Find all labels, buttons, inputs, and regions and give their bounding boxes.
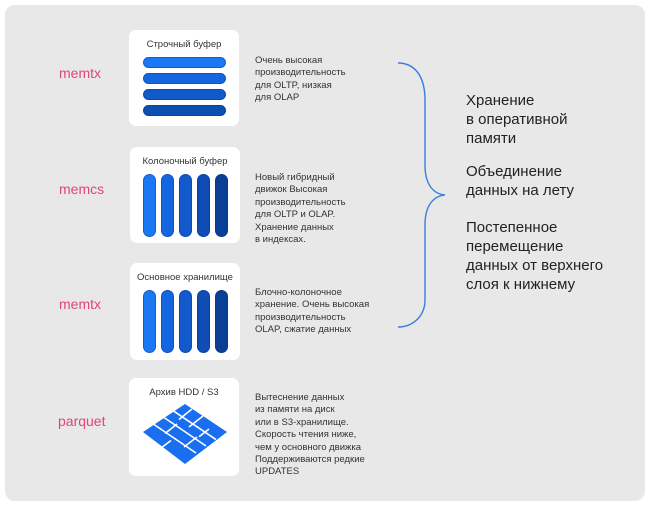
description-line: производительность xyxy=(255,196,346,208)
description-line: Вытеснение данных xyxy=(255,392,345,403)
summary-in-memory: Хранение в оперативной памяти xyxy=(466,91,568,148)
diagram-panel xyxy=(5,5,645,501)
parquet-tiles-icon xyxy=(143,404,227,464)
column-bar-icon xyxy=(215,174,228,237)
engine-label-parquet: parquet xyxy=(58,413,106,429)
engine-label-memtx-top: memtx xyxy=(59,65,101,81)
description-line: Хранение данных xyxy=(255,221,334,233)
summary-line: данных на лету xyxy=(466,182,575,199)
engine-label-memcs: memcs xyxy=(59,181,105,197)
row-buffer-card: Строчный буфер xyxy=(129,30,239,126)
description-line: производительность xyxy=(255,311,346,323)
column-buffer-card: Колоночный буфер xyxy=(130,147,240,243)
summary-gradual-movement: Постепенное перемещение данных от верхне… xyxy=(466,218,603,294)
description-line: для OLAP xyxy=(255,92,300,104)
row-buffer-description: Очень высокая производительность для OLT… xyxy=(255,55,346,105)
column-bar-icon xyxy=(179,174,192,237)
engine-label-memtx-bottom: memtx xyxy=(59,296,101,312)
main-storage-description: Блочно-колоночное хранение. Очень высока… xyxy=(255,287,369,337)
archive-description: Вытеснение данных из памяти на диск или … xyxy=(255,392,365,479)
summary-line: Хранение xyxy=(466,92,535,109)
card-title: Архив HDD / S3 xyxy=(149,387,219,398)
description-line: Скорость чтения ниже, xyxy=(255,429,357,441)
card-title: Основное хранилище xyxy=(137,272,233,283)
card-title: Колоночный буфер xyxy=(142,156,228,167)
description-line: для OLTP, низкая xyxy=(255,79,332,91)
description-line: Новый гибридный xyxy=(255,172,335,183)
summary-line: памяти xyxy=(466,130,517,147)
description-line: OLAP, сжатие данных xyxy=(255,324,352,336)
column-buffer-description: Новый гибридный движок Высокая производи… xyxy=(255,172,346,246)
description-line: Очень высокая xyxy=(255,55,323,66)
row-bar-icon xyxy=(143,73,226,84)
description-line: из памяти на диск xyxy=(255,404,335,416)
column-bar-icon xyxy=(215,290,228,353)
description-line: производительность xyxy=(255,67,346,79)
column-bar-icon xyxy=(179,290,192,353)
description-line: Блочно-колоночное xyxy=(255,287,342,298)
column-bar-icon xyxy=(161,290,174,353)
description-line: чем у основного движка xyxy=(255,441,362,453)
row-bar-icon xyxy=(143,57,226,68)
main-storage-card: Основное хранилище xyxy=(130,263,240,360)
description-line: или в S3-хранилище. xyxy=(255,416,349,428)
description-line: движок Высокая xyxy=(255,184,328,196)
column-bar-icon xyxy=(161,174,174,237)
summary-line: в оперативной xyxy=(466,111,568,128)
row-bar-icon xyxy=(143,105,226,116)
card-title: Строчный буфер xyxy=(146,39,222,50)
summary-line: Объединение xyxy=(466,163,562,180)
archive-card: Архив HDD / S3 xyxy=(129,378,239,476)
column-bar-icon xyxy=(143,290,156,353)
summary-line: перемещение xyxy=(466,238,564,255)
curly-brace-icon xyxy=(397,62,445,328)
description-line: UPDATES xyxy=(255,466,300,478)
row-bar-icon xyxy=(143,89,226,100)
description-line: хранение. Очень высокая xyxy=(255,299,370,311)
summary-line: данных от верхнего xyxy=(466,257,604,274)
summary-line: Постепенное xyxy=(466,219,558,236)
description-line: в индексах. xyxy=(255,234,306,246)
column-bar-icon xyxy=(143,174,156,237)
column-bar-icon xyxy=(197,290,210,353)
summary-merge-on-the-fly: Объединение данных на лету xyxy=(466,162,574,200)
description-line: Поддерживаются редкие xyxy=(255,454,365,466)
column-bar-icon xyxy=(197,174,210,237)
summary-line: слоя к нижнему xyxy=(466,276,576,293)
description-line: для OLTP и OLAP. xyxy=(255,209,336,221)
